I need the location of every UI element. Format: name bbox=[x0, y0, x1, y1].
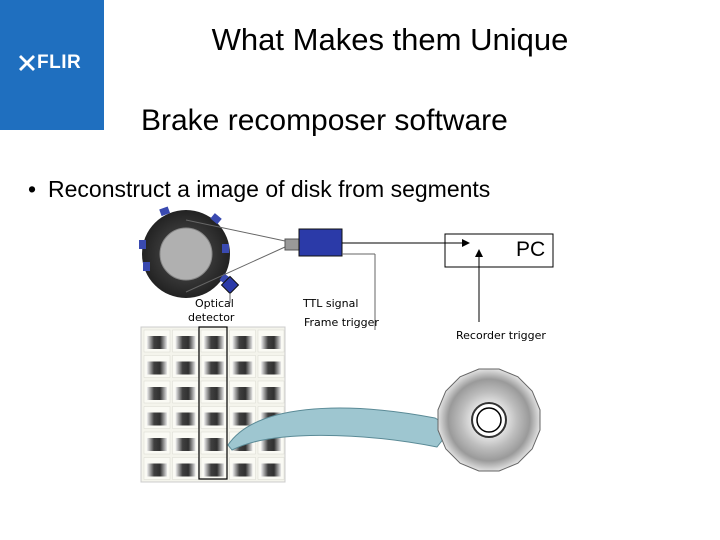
segment-thumbnail-image bbox=[204, 387, 224, 400]
segment-thumbnail-image bbox=[175, 336, 196, 349]
flir-logo: FLIR bbox=[0, 0, 104, 130]
segment-thumbnail-image bbox=[175, 463, 196, 477]
segment-thumbnail-image bbox=[261, 336, 281, 349]
optical-detector-icon bbox=[220, 275, 240, 295]
segment-thumbnail-image bbox=[232, 361, 253, 375]
segment-thumbnail-image bbox=[175, 387, 196, 400]
segment-thumbnail-image bbox=[232, 463, 253, 477]
logo-text: FLIR bbox=[37, 52, 82, 73]
segment-thumbnail-image bbox=[147, 336, 167, 349]
segment-thumbnail-image bbox=[261, 361, 281, 375]
camera bbox=[284, 228, 343, 257]
segment-thumbnail-image bbox=[204, 438, 224, 451]
segment-thumbnail-image bbox=[204, 412, 224, 426]
segment-thumbnail-image bbox=[261, 387, 281, 400]
segment-thumbnail-image bbox=[175, 361, 196, 375]
segment-thumbnail-image bbox=[147, 412, 167, 426]
segment-thumbnail-image bbox=[147, 361, 167, 375]
bullet-item: • Reconstruct a image of disk from segmen… bbox=[28, 176, 490, 203]
segment-thumbnail-image bbox=[232, 336, 253, 349]
pc-label: PC bbox=[516, 238, 546, 261]
segment-thumbnail-image bbox=[175, 412, 196, 426]
slide-subtitle: Brake recomposer software bbox=[141, 104, 508, 137]
segment-thumbnail-image bbox=[232, 412, 253, 426]
reconstructed-disk bbox=[437, 368, 541, 472]
selected-column bbox=[198, 326, 228, 480]
segment-thumbnail-image bbox=[204, 336, 224, 349]
segment-thumbnail-image bbox=[261, 438, 281, 451]
segment-thumbnail-grid bbox=[140, 326, 286, 483]
bullet-text: Reconstruct a image of disk from segment… bbox=[48, 176, 491, 202]
ttl-signal-label: TTL signal bbox=[303, 297, 359, 310]
bullet-dot: • bbox=[28, 176, 37, 202]
frame-trigger-label: Frame trigger bbox=[304, 316, 379, 329]
segment-thumbnail-image bbox=[232, 387, 253, 400]
optical-detector-label-2: detector bbox=[188, 311, 235, 324]
segment-thumbnail-image bbox=[204, 463, 224, 477]
recorder-trigger-label: Recorder trigger bbox=[456, 329, 546, 342]
pc-box bbox=[444, 233, 554, 268]
segment-thumbnail-image bbox=[147, 438, 167, 451]
brake-disk bbox=[139, 206, 231, 298]
optical-detector-label-1: Optical bbox=[195, 297, 234, 310]
slide-title: What Makes them Unique bbox=[211, 22, 569, 57]
flir-logo-mark-icon bbox=[19, 55, 35, 71]
segment-thumbnail-image bbox=[147, 463, 167, 477]
segment-thumbnail-image bbox=[204, 361, 224, 375]
segment-thumbnail-image bbox=[175, 438, 196, 451]
segment-thumbnail-image bbox=[147, 387, 167, 400]
segment-thumbnail-image bbox=[261, 463, 281, 477]
